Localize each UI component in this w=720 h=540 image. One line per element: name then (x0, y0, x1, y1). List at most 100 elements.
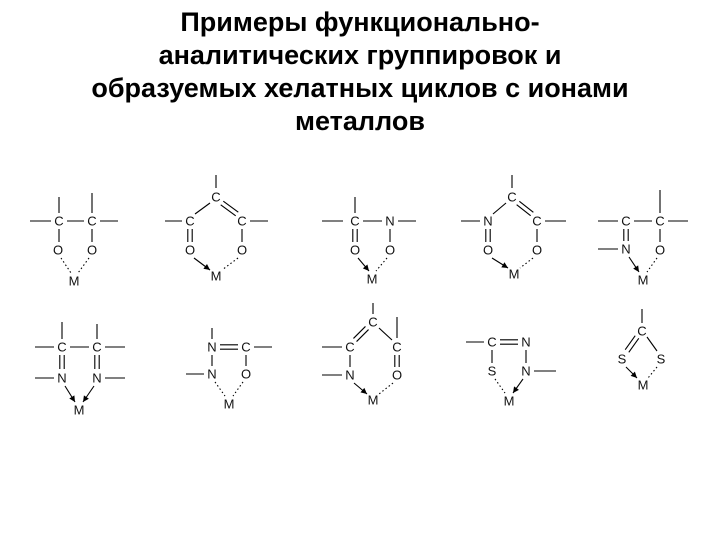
bond (222, 200, 239, 213)
atom-o: O (532, 243, 542, 258)
coordination-bond (519, 257, 534, 269)
bond (516, 204, 531, 217)
atom-m: M (638, 378, 649, 393)
coordination-bond (646, 257, 658, 273)
arrow-head (630, 371, 637, 378)
arrow-head (69, 395, 75, 402)
arrow-head (360, 387, 367, 394)
atom-o: O (483, 243, 493, 258)
bond (492, 202, 507, 215)
title-line-4: металлов (295, 106, 425, 136)
atom-c: C (211, 190, 220, 205)
title-line-2: аналитических группировок и (158, 40, 562, 70)
arrow-head (513, 386, 519, 393)
bond (194, 202, 211, 215)
atom-c: C (655, 214, 664, 229)
coordination-bond (214, 381, 226, 397)
atom-m: M (504, 394, 515, 409)
coordination-bond (375, 257, 388, 272)
atom-m: M (69, 274, 80, 289)
atom-c: C (54, 214, 63, 229)
atom-c: C (92, 340, 101, 355)
atom-c: C (345, 340, 354, 355)
bond (628, 337, 640, 353)
atom-o: O (350, 243, 360, 258)
atom-c: C (350, 214, 359, 229)
atom-n: N (483, 214, 492, 229)
atom-m: M (367, 272, 378, 287)
atom-c: C (185, 214, 194, 229)
atom-o: O (185, 243, 195, 258)
atom-m: M (211, 269, 222, 284)
atom-o: O (53, 243, 63, 258)
arrow-head (203, 264, 210, 270)
atom-n: N (207, 367, 216, 382)
bond (519, 200, 534, 213)
atom-m: M (74, 403, 85, 418)
bond (356, 329, 369, 342)
bond (220, 204, 237, 217)
atom-s: S (657, 352, 666, 367)
atom-c: C (621, 214, 630, 229)
atom-o: O (655, 243, 665, 258)
atom-c: C (487, 335, 496, 350)
atom-m: M (638, 273, 649, 288)
atom-n: N (57, 371, 66, 386)
atom-s: S (618, 352, 627, 367)
coordination-bond (77, 257, 90, 274)
atom-m: M (224, 397, 235, 412)
coordination-bond (60, 257, 72, 274)
coordination-bond (494, 378, 506, 394)
atom-m: M (368, 393, 379, 408)
coordination-bond (221, 257, 239, 271)
bond (624, 335, 636, 351)
atom-c: C (532, 214, 541, 229)
chelate-structure-10: CS SM (618, 309, 666, 393)
atom-o: O (385, 243, 395, 258)
title-line-3: образуемых хелатных циклов с ионами (91, 73, 629, 103)
page-title: Примеры функционально- аналитических гру… (0, 6, 720, 138)
bond (646, 336, 658, 352)
atom-s: S (488, 364, 497, 379)
arrow-head (633, 265, 639, 272)
bond (378, 327, 393, 341)
atom-c: C (57, 340, 66, 355)
coordination-bond (647, 366, 658, 379)
atom-n: N (92, 371, 101, 386)
arrow-head (362, 264, 369, 271)
chelate-structure-7: N C N OM (186, 328, 272, 412)
atom-c: C (637, 324, 646, 339)
atom-o: O (392, 368, 402, 383)
atom-c: C (507, 190, 516, 205)
atom-n: N (345, 368, 354, 383)
atom-c: C (241, 340, 250, 355)
atom-c: C (237, 214, 246, 229)
title-line-1: Примеры функционально- (180, 7, 540, 37)
atom-c: C (368, 315, 377, 330)
atom-n: N (207, 340, 216, 355)
atom-n: N (385, 214, 394, 229)
atom-o: O (237, 243, 247, 258)
bond (353, 326, 366, 339)
coordination-bond (232, 381, 244, 397)
chelate-structure-6: C C N N M (35, 322, 125, 418)
atom-c: C (392, 340, 401, 355)
arrow-head (83, 395, 89, 402)
atom-o: O (241, 367, 251, 382)
atom-o: O (87, 243, 97, 258)
coordination-bond (378, 382, 394, 395)
atom-c: C (87, 214, 96, 229)
arrow-head (501, 262, 508, 268)
atom-n: N (621, 242, 630, 257)
atom-n: N (521, 335, 530, 350)
atom-n: N (521, 364, 530, 379)
atom-m: M (509, 267, 520, 282)
